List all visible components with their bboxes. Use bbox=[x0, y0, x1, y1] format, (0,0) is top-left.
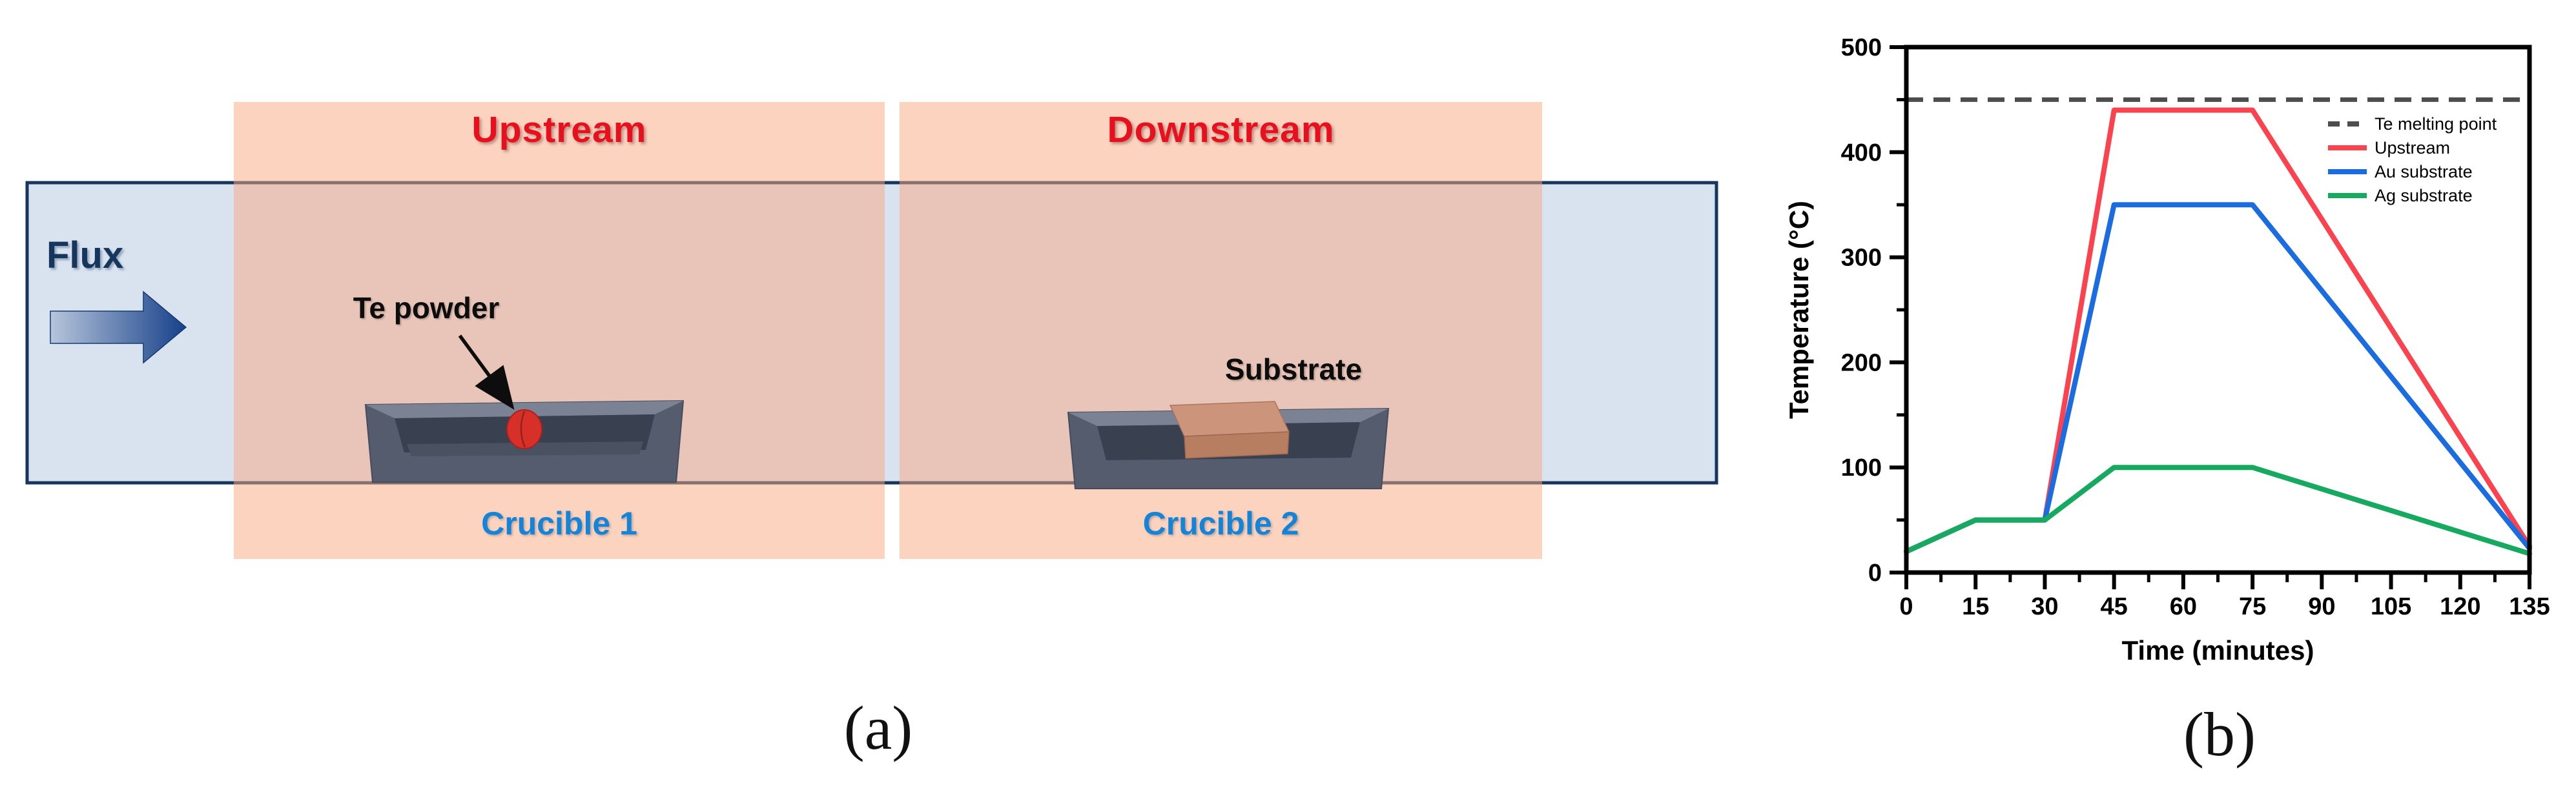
legend-label: Au substrate bbox=[2375, 162, 2473, 181]
flux-label: Flux bbox=[46, 234, 124, 276]
upstream-zone-label: Upstream bbox=[471, 109, 647, 150]
temperature-chart: 0 15 30 45 60 75 90 105 120 135 0 100 200 300 400 500Ti… bbox=[1784, 34, 2550, 665]
panel-a: Upstream Downstream Flux Te powder Subst… bbox=[25, 102, 1718, 762]
y-axis-title: Temperature (°C) bbox=[1784, 201, 1814, 419]
x-tick-label: 15 bbox=[1962, 593, 1989, 620]
y-tick-label: 200 bbox=[1841, 349, 1882, 376]
x-tick-label: 60 bbox=[2170, 593, 2197, 620]
legend-label: Ag substrate bbox=[2375, 186, 2473, 205]
te-powder-label: Te powder bbox=[353, 291, 500, 325]
crucible-1-label: Crucible 1 bbox=[481, 505, 637, 542]
panel-a-tag: (a) bbox=[843, 693, 913, 762]
x-tick-label: 75 bbox=[2239, 593, 2266, 620]
y-tick-label: 0 bbox=[1868, 560, 1882, 587]
series-ag-substrate bbox=[1904, 465, 2532, 556]
plot-border bbox=[1904, 45, 2532, 575]
crucible-2-label: Crucible 2 bbox=[1142, 505, 1299, 542]
y-tick-label: 100 bbox=[1841, 454, 1882, 482]
x-tick-label: 105 bbox=[2371, 593, 2411, 620]
legend-label: Upstream bbox=[2375, 138, 2450, 157]
y-tick-label: 300 bbox=[1841, 245, 1882, 272]
downstream-zone-box bbox=[900, 102, 1542, 559]
x-tick-label: 90 bbox=[2308, 593, 2335, 620]
series-au-substrate bbox=[1904, 202, 2532, 554]
y-tick-label: 500 bbox=[1841, 34, 1882, 61]
downstream-zone-label: Downstream bbox=[1107, 109, 1335, 150]
x-tick-label: 0 bbox=[1899, 593, 1913, 620]
furnace-diagram bbox=[25, 102, 1718, 559]
y-tick-label: 400 bbox=[1841, 139, 1882, 167]
pointer-arrow-icon bbox=[458, 334, 515, 410]
x-tick-label: 45 bbox=[2101, 593, 2128, 620]
x-tick-label: 120 bbox=[2440, 593, 2480, 620]
substrate-label: Substrate bbox=[1224, 352, 1363, 386]
panel-b-tag: (b) bbox=[2183, 700, 2256, 769]
flux-arrow-icon bbox=[50, 290, 187, 364]
legend-label: Te melting point bbox=[2375, 114, 2497, 134]
x-axis-title: Time (minutes) bbox=[2122, 635, 2314, 665]
substrate-block bbox=[1169, 401, 1290, 459]
x-tick-label: 135 bbox=[2509, 593, 2550, 620]
te-powder-blob bbox=[506, 409, 542, 449]
upstream-zone-box bbox=[234, 102, 885, 559]
x-tick-label: 30 bbox=[2031, 593, 2058, 620]
